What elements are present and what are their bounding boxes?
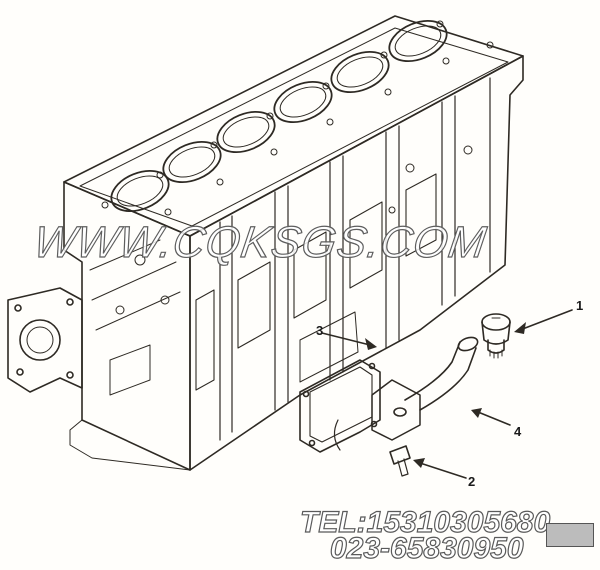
engine-block bbox=[63, 15, 524, 471]
cylinder-bores bbox=[110, 19, 448, 213]
block-side-face bbox=[189, 55, 524, 471]
breather-cap-part-1 bbox=[481, 313, 511, 359]
watermark-url: WWW.CQKSGS.COM bbox=[30, 217, 490, 267]
leader-lines bbox=[321, 309, 573, 479]
block-ribs bbox=[219, 77, 491, 441]
front-flange bbox=[7, 287, 83, 393]
callout-3: 3 bbox=[316, 323, 324, 338]
bolt-holes bbox=[101, 20, 494, 216]
corner-stamp bbox=[546, 523, 594, 547]
bolt-part-2 bbox=[389, 445, 411, 477]
watermark-phone: 023-65830950 bbox=[329, 531, 524, 565]
arrow-heads bbox=[365, 322, 526, 468]
callout-1: 1 bbox=[576, 298, 584, 313]
callout-4: 4 bbox=[514, 424, 522, 439]
watermark-tel: TEL:15310305680 bbox=[299, 505, 551, 539]
breather-tube-part-4 bbox=[371, 336, 479, 441]
callout-2: 2 bbox=[468, 474, 476, 489]
block-top-deck bbox=[63, 15, 524, 237]
